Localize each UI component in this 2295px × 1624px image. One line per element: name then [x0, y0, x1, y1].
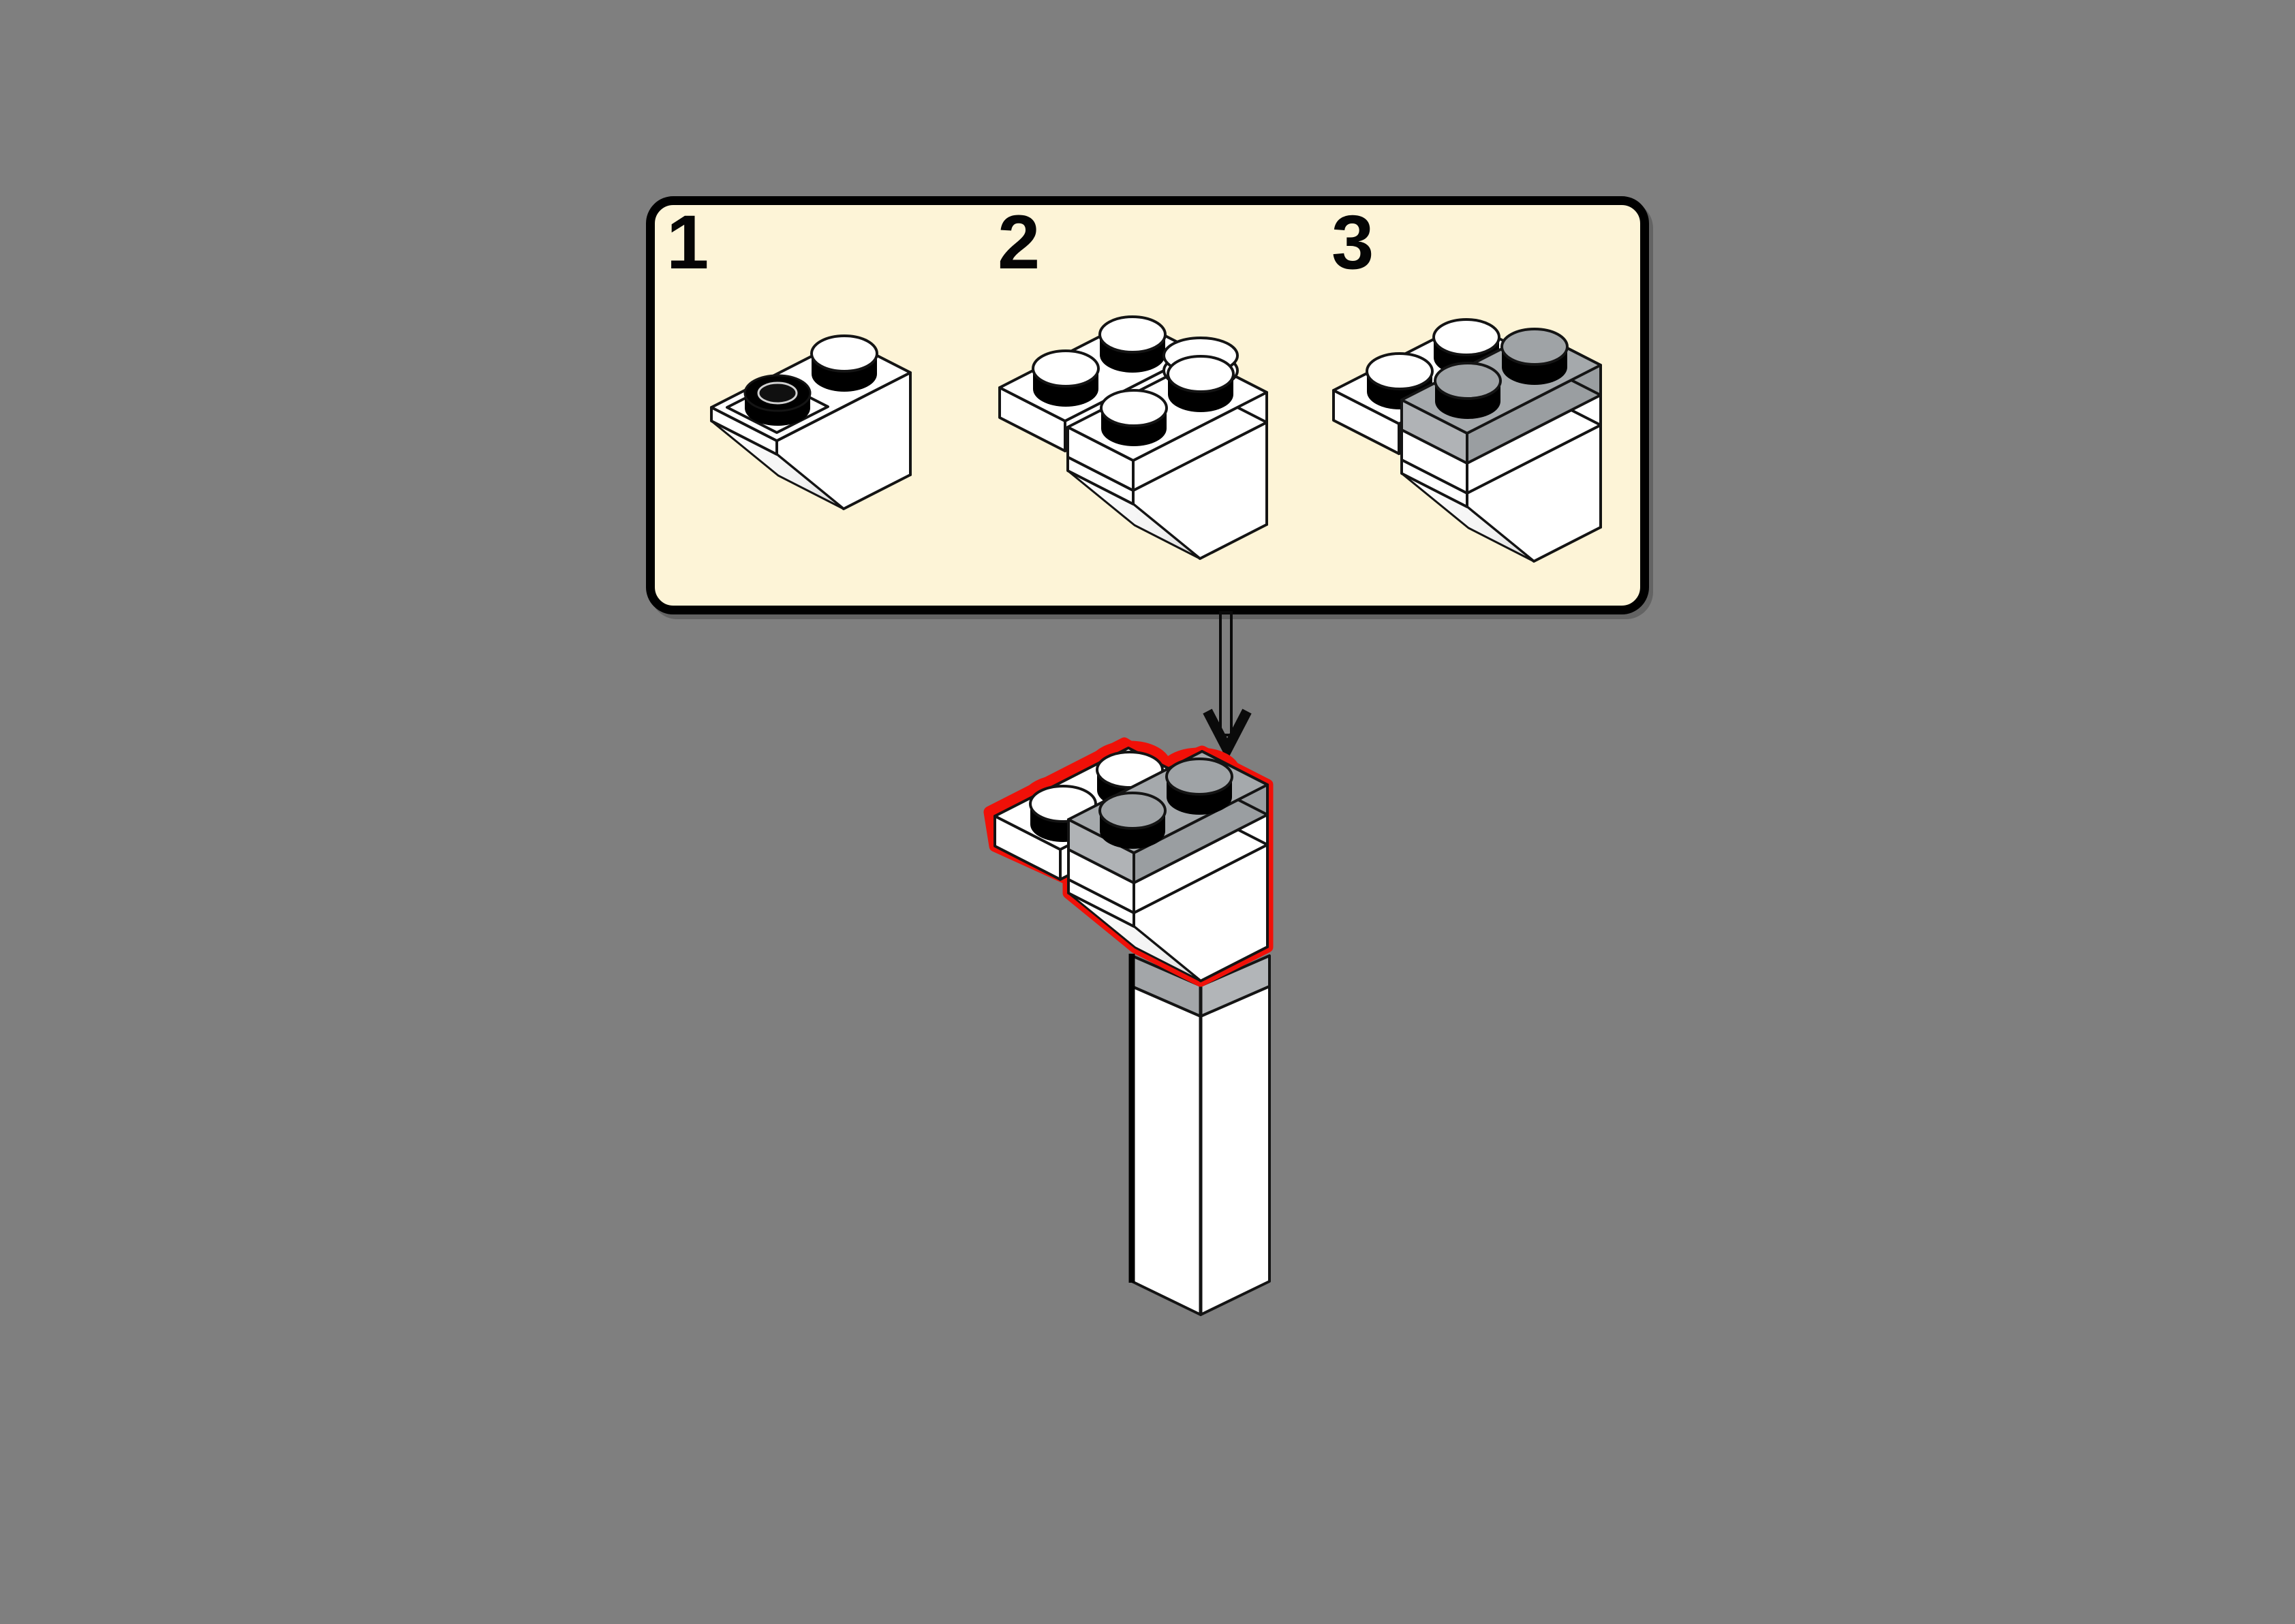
step-2-assembly-illustration: [998, 315, 1268, 560]
white-stud: [1167, 355, 1235, 412]
gray-stud: [1165, 758, 1233, 815]
step-3-assembly-illustration: [1332, 318, 1602, 563]
step-1-brick-illustration: [710, 334, 912, 510]
down-arrow-icon: [1203, 611, 1252, 761]
white-stud: [1100, 389, 1168, 446]
white-stud: [1098, 315, 1167, 373]
step-1-label: 1: [666, 200, 709, 285]
gray-stud: [1098, 792, 1167, 849]
model-column: [1128, 954, 1271, 1316]
black-hollow-stud: [743, 374, 812, 426]
model-highlighted-assembly: [994, 747, 1269, 982]
step-3-label: 3: [1331, 200, 1374, 285]
white-stud: [810, 334, 878, 392]
step-2-label: 2: [998, 200, 1041, 285]
gray-stud: [1434, 362, 1502, 419]
gray-stud: [1500, 328, 1569, 385]
white-stud: [1032, 349, 1100, 407]
